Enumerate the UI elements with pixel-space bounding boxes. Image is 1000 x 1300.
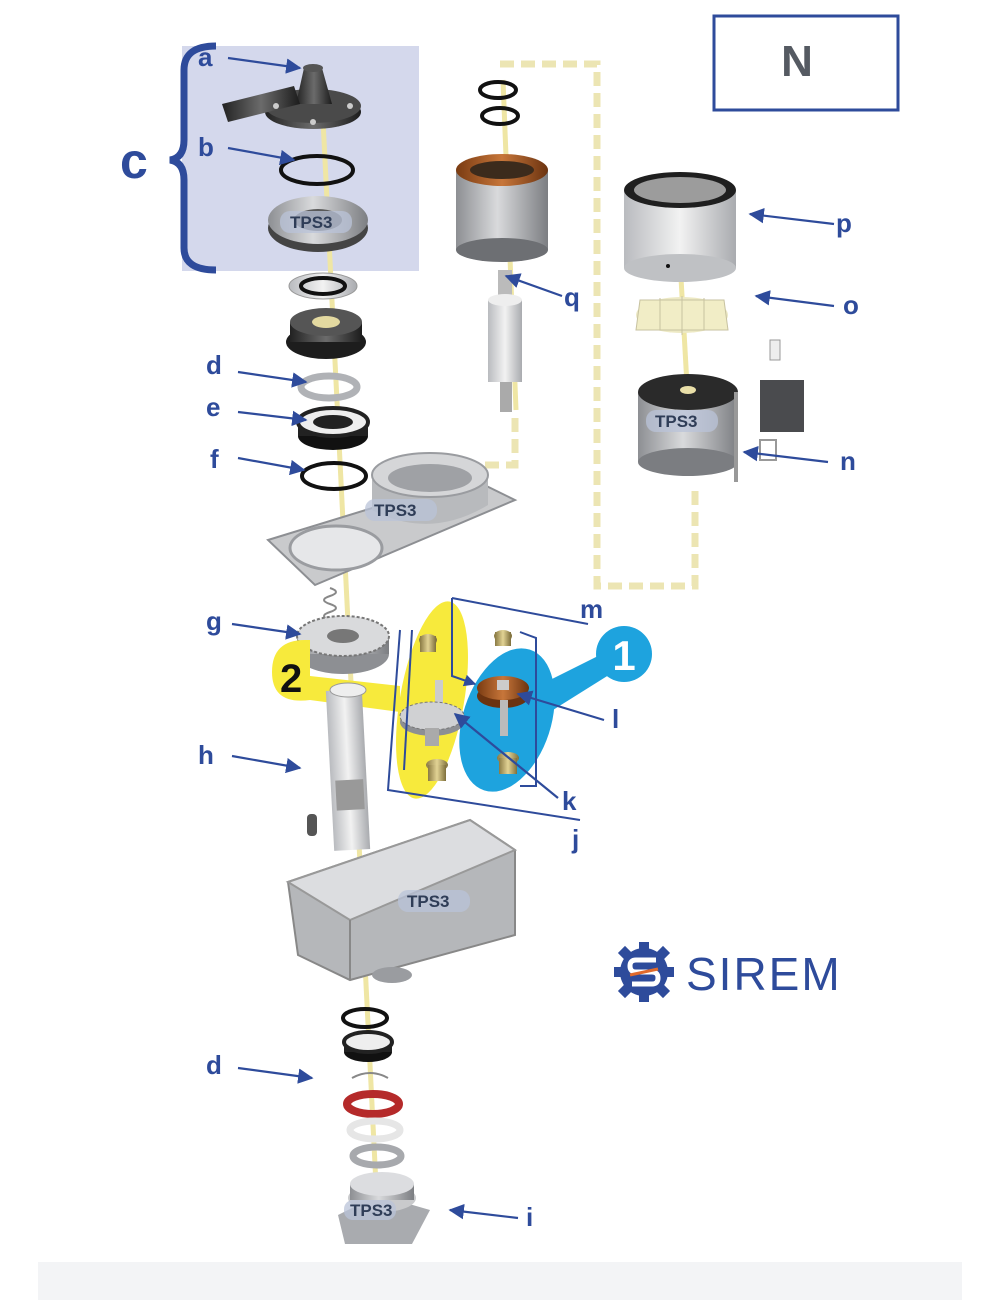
group-c-brace bbox=[169, 42, 217, 274]
part-h-output-shaft bbox=[307, 682, 371, 851]
watermark-group: TPS3 TPS3 TPS3 TPS3 TPS3 bbox=[280, 211, 718, 1220]
lower-o-ring bbox=[341, 1007, 389, 1029]
brand-name: SIREM bbox=[686, 948, 842, 1000]
label-h: h bbox=[198, 740, 214, 770]
label-l: l bbox=[612, 704, 619, 734]
part-q-rotor bbox=[488, 270, 522, 412]
label-k: k bbox=[562, 786, 577, 816]
label-e: e bbox=[206, 392, 220, 422]
brand-logo: SIREM bbox=[614, 942, 842, 1002]
seal-holder bbox=[286, 308, 366, 359]
lower-spring-clip bbox=[351, 1072, 389, 1079]
leader-lines bbox=[227, 56, 835, 1220]
stage-two-label: 2 bbox=[280, 657, 302, 701]
watermark-4: TPS3 bbox=[407, 892, 450, 911]
part-f-o-ring bbox=[300, 461, 368, 491]
label-o: o bbox=[843, 290, 859, 320]
part-p-filter-cap bbox=[624, 172, 736, 282]
part-o-fan bbox=[635, 296, 729, 335]
label-n: n bbox=[840, 446, 856, 476]
label-d-bottom: d bbox=[206, 1050, 222, 1080]
stage-one-label: 1 bbox=[612, 632, 635, 679]
label-f: f bbox=[210, 444, 219, 474]
part-a-outlet-cap bbox=[222, 64, 361, 129]
bottom-strip bbox=[38, 1262, 962, 1300]
bracket-m-right bbox=[519, 631, 537, 787]
label-p: p bbox=[836, 208, 852, 238]
view-label: N bbox=[781, 37, 813, 86]
watermark-2: TPS3 bbox=[374, 501, 417, 520]
part-labels: a b d e f g h d i j k l m n o p q bbox=[198, 42, 859, 1232]
stage-one-connector bbox=[530, 650, 620, 715]
label-g: g bbox=[206, 606, 222, 636]
watermark-5: TPS3 bbox=[350, 1201, 393, 1220]
label-d-top: d bbox=[206, 350, 222, 380]
seal-ring bbox=[288, 272, 358, 300]
stator bbox=[456, 154, 548, 262]
label-m: m bbox=[580, 594, 603, 624]
lower-white-washer bbox=[346, 1117, 404, 1143]
lower-grey-washer bbox=[349, 1143, 405, 1169]
part-b-o-ring bbox=[279, 154, 355, 186]
bracket-m-left bbox=[451, 598, 477, 687]
label-a: a bbox=[198, 42, 213, 72]
label-b: b bbox=[198, 132, 214, 162]
bracket-k bbox=[403, 629, 413, 771]
stage-two-highlight bbox=[272, 640, 400, 712]
part-g-gear bbox=[296, 615, 390, 674]
label-i: i bbox=[526, 1202, 533, 1232]
stage-one-badge bbox=[596, 626, 652, 682]
label-j: j bbox=[571, 824, 579, 854]
rotor-o-ring-2 bbox=[480, 106, 520, 126]
dashed-connector-lower bbox=[430, 418, 519, 469]
lower-bearing bbox=[342, 1030, 394, 1062]
label-q: q bbox=[564, 282, 580, 312]
group-c-label: c bbox=[120, 133, 148, 189]
gear-cluster bbox=[399, 630, 529, 781]
watermark-1: TPS3 bbox=[290, 213, 333, 232]
part-d-washer-top bbox=[297, 372, 361, 402]
view-label-box bbox=[712, 14, 900, 112]
stage-two-gear-highlight bbox=[396, 601, 468, 799]
dashed-connector bbox=[500, 60, 699, 590]
rotor-o-ring-1 bbox=[478, 80, 518, 100]
bracket-j bbox=[386, 629, 581, 821]
spring bbox=[323, 587, 337, 621]
part-e-bearing bbox=[296, 406, 370, 450]
watermark-3: TPS3 bbox=[655, 412, 698, 431]
gear-logo-icon bbox=[614, 942, 674, 1002]
bracket-m-top bbox=[451, 597, 589, 625]
lower-red-seal bbox=[343, 1090, 403, 1118]
upper-housing-plate bbox=[266, 452, 518, 587]
